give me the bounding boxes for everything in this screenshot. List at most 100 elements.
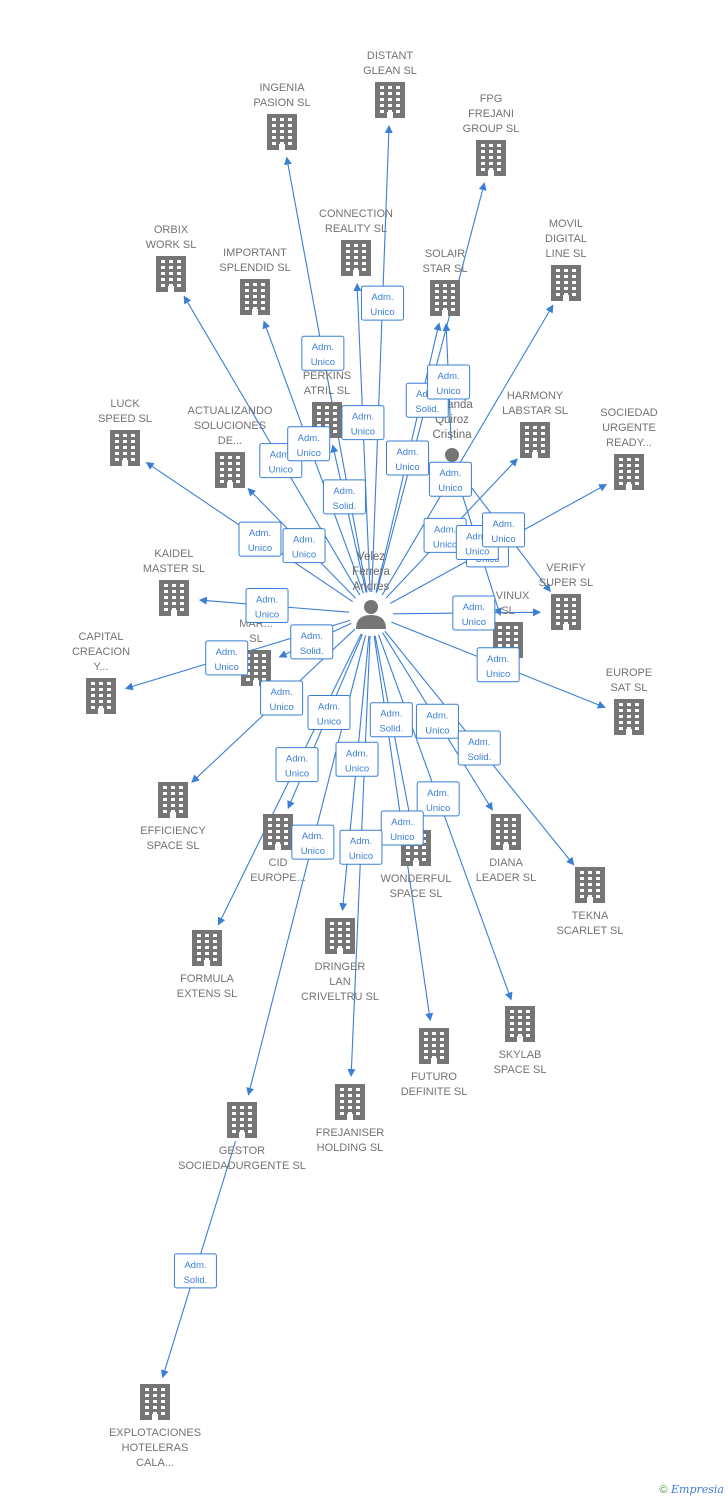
building-icon[interactable]	[375, 82, 405, 118]
building-icon[interactable]	[192, 930, 222, 966]
relation-badge[interactable]: Adm.Unico	[482, 512, 526, 548]
building-icon[interactable]	[158, 782, 188, 818]
relation-badge-text-line: Unico	[215, 662, 239, 673]
building-icon[interactable]	[215, 452, 245, 488]
relation-badge[interactable]: Adm.Unico	[341, 405, 385, 441]
building-icon[interactable]	[110, 430, 140, 466]
building-icon[interactable]	[341, 240, 371, 276]
person-icon[interactable]	[356, 600, 386, 629]
building-icon[interactable]	[505, 1006, 535, 1042]
building-icon[interactable]	[263, 814, 293, 850]
relation-badge[interactable]: Adm.Unico	[238, 521, 282, 557]
footer-brand[interactable]: © Empresia	[659, 1483, 724, 1496]
building-window	[99, 706, 103, 709]
relation-badge[interactable]: Adm.Unico	[335, 741, 379, 777]
relation-badge[interactable]: Adm.Unico	[275, 747, 319, 783]
relation-badge[interactable]: Adm.Solid.	[322, 479, 366, 515]
building-door	[170, 812, 176, 818]
relation-badge[interactable]: Adm.Solid.	[457, 730, 501, 766]
building-window	[588, 871, 592, 874]
building-icon[interactable]	[140, 1384, 170, 1420]
building-icon[interactable]	[240, 279, 270, 315]
building-icon[interactable]	[335, 1084, 365, 1120]
relation-badge[interactable]: Adm.Unico	[282, 528, 326, 564]
building-icon[interactable]	[614, 699, 644, 735]
building-icon[interactable]	[551, 594, 581, 630]
building-window	[248, 1112, 252, 1115]
relation-badge[interactable]: Adm.Solid.	[369, 702, 413, 738]
building-icon[interactable]	[325, 918, 355, 954]
relation-badge[interactable]: Adm.Unico	[260, 680, 304, 716]
building-icon[interactable]	[419, 1028, 449, 1064]
relation-badge-text-line: Unico	[248, 543, 272, 554]
relation-badge[interactable]: Adm.Unico	[416, 781, 460, 817]
building-icon[interactable]	[430, 280, 460, 316]
relation-badge[interactable]: Adm.Unico	[423, 517, 467, 553]
relation-badge[interactable]: Adm.Unico	[428, 461, 472, 497]
relation-badge[interactable]: Adm.Solid.	[290, 624, 334, 660]
relation-badge[interactable]: Adm.Unico	[307, 694, 351, 730]
relation-badge[interactable]: Adm.Unico	[245, 588, 289, 624]
relation-badge[interactable]: Adm.Unico	[427, 364, 471, 400]
building-window	[432, 1038, 436, 1041]
building-icon[interactable]	[520, 422, 550, 458]
relation-badge[interactable]: Adm.Unico	[205, 640, 249, 676]
relation-badge[interactable]: Adm.Solid.	[173, 1253, 217, 1289]
building-icon[interactable]	[491, 814, 521, 850]
relation-badge[interactable]: Adm.Unico	[386, 440, 430, 476]
relation-badge[interactable]: Adm.Unico	[380, 810, 424, 846]
building-icon[interactable]	[476, 140, 506, 176]
relation-badge[interactable]: Adm.Unico	[476, 647, 520, 683]
building-window	[572, 616, 576, 619]
building-icon[interactable]	[86, 678, 116, 714]
relation-badge[interactable]: Adm.Unico	[287, 426, 331, 462]
building-icon[interactable]	[159, 580, 189, 616]
building-window	[564, 610, 568, 613]
relation-badge[interactable]: Adm.Unico	[291, 824, 335, 860]
company-label-line: TEKNA	[572, 910, 609, 922]
building-window	[627, 470, 631, 473]
building-icon[interactable]	[156, 256, 186, 292]
relation-badge[interactable]: Adm.Unico	[301, 335, 345, 371]
building-icon[interactable]	[575, 867, 605, 903]
building-icon[interactable]	[551, 265, 581, 301]
relation-badge[interactable]: Adm.Unico	[415, 703, 459, 739]
relation-badge[interactable]: Adm.Unico	[452, 595, 496, 631]
relation-badge[interactable]: Adm.Unico	[339, 829, 383, 865]
building-window	[443, 290, 447, 293]
building-icon[interactable]	[267, 114, 297, 150]
building-window	[220, 474, 224, 477]
building-icon[interactable]	[614, 454, 644, 490]
building-icon[interactable]	[227, 1102, 257, 1138]
relation-badge[interactable]: Adm.Unico	[360, 285, 404, 321]
